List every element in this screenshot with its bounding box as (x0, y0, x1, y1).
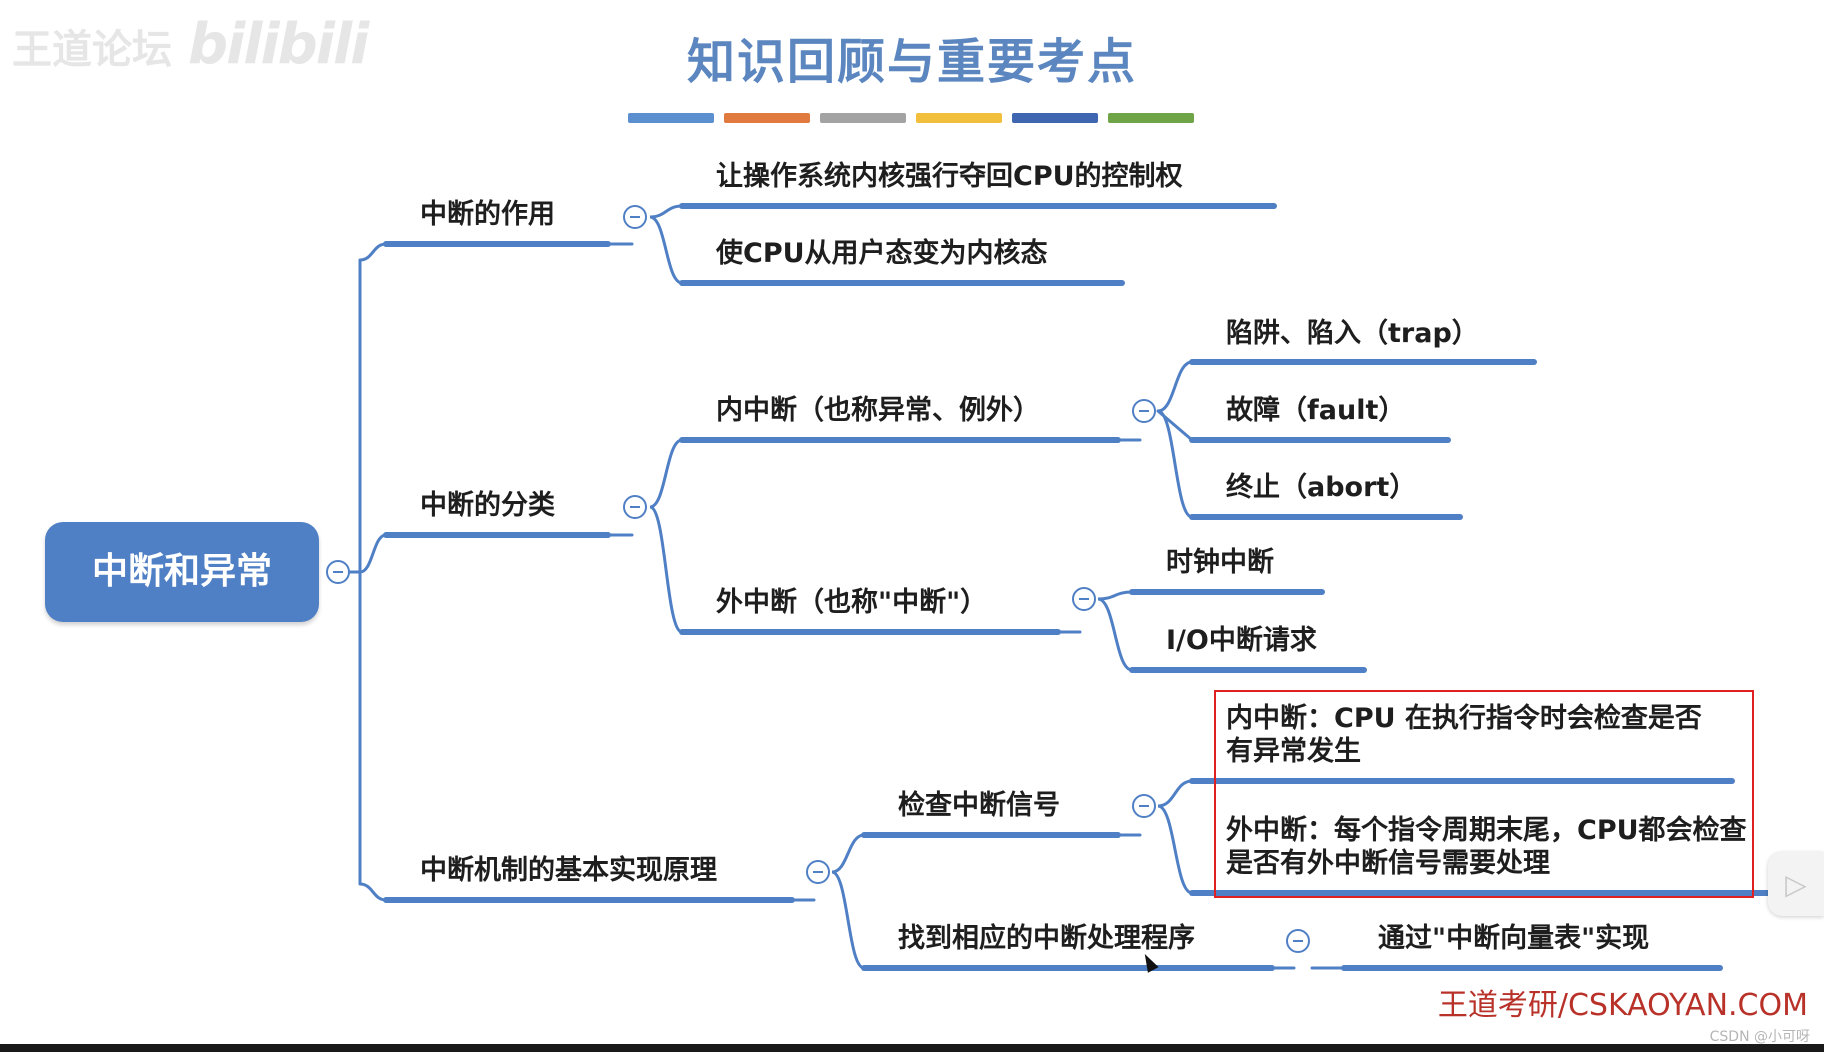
highlight-box (1214, 690, 1754, 898)
connector-curve (1157, 804, 1193, 895)
node-internal-interrupt: 内中断（也称异常、例外） (716, 395, 1040, 426)
branch-interrupt-classification: 中断的分类 (420, 490, 555, 521)
branch-interrupt-mechanism: 中断机制的基本实现原理 (420, 855, 717, 886)
leaf-clock-interrupt: 时钟中断 (1166, 547, 1274, 578)
leaf-vector-table: 通过"中断向量表"实现 (1378, 923, 1650, 954)
title-stripe (628, 113, 714, 123)
node-find-handler: 找到相应的中断处理程序 (898, 923, 1195, 954)
node-check-interrupt-signal: 检查中断信号 (898, 790, 1060, 821)
leaf-external-check: 外中断：每个指令周期末尾，CPU都会检查是否有外中断信号需要处理 (1226, 815, 1747, 879)
collapse-icon[interactable] (326, 560, 350, 584)
title-stripe (916, 113, 1002, 123)
leaf-internal-check: 内中断：CPU 在执行指令时会检查是否有异常发生 (1226, 703, 1702, 767)
title-stripe (820, 113, 906, 123)
collapse-icon[interactable] (623, 205, 647, 229)
title-stripe (724, 113, 810, 123)
watermark: 王道论坛 bilibili (12, 12, 369, 77)
connector-curve (1097, 590, 1133, 601)
node-external-interrupt: 外中断（也称"中断"） (716, 587, 988, 618)
title-stripe (1012, 113, 1098, 123)
collapse-icon[interactable] (623, 495, 647, 519)
root-node: 中断和异常 (45, 522, 319, 622)
connector-curve (649, 505, 683, 634)
connector-curve (1157, 409, 1193, 519)
connector-curve (831, 870, 865, 970)
leaf-abort: 终止（abort） (1226, 472, 1417, 503)
connector-curve (359, 882, 387, 902)
watermark-text: 王道论坛 (12, 27, 172, 73)
leaf-trap: 陷阱、陷入（trap） (1226, 318, 1479, 349)
connector-curve (831, 833, 865, 874)
collapse-icon[interactable] (1072, 587, 1096, 611)
leaf-user-to-kernel: 使CPU从用户态变为内核态 (716, 238, 1048, 269)
connector-curve (649, 215, 683, 285)
connector-curve (359, 533, 387, 574)
leaf-fault: 故障（fault） (1226, 395, 1406, 426)
connector-curve (359, 242, 387, 262)
connector-curve (1097, 597, 1133, 672)
connector-curve (649, 204, 683, 219)
csdn-watermark: CSDN @小可呀 (1709, 1029, 1810, 1045)
branch-interrupt-purpose: 中断的作用 (420, 199, 555, 230)
collapse-icon[interactable] (1286, 929, 1310, 953)
connector-curve (649, 438, 683, 509)
play-icon[interactable]: ▷ (1768, 852, 1824, 916)
connector-curve (1157, 360, 1193, 413)
collapse-icon[interactable] (806, 860, 830, 884)
title-stripe (1108, 113, 1194, 123)
connector-curve (1157, 779, 1193, 808)
title-stripes (628, 113, 1194, 123)
leaf-reclaim-cpu: 让操作系统内核强行夺回CPU的控制权 (716, 161, 1183, 192)
brand-footer: 王道考研/CSKAOYAN.COM (1437, 988, 1808, 1023)
collapse-icon[interactable] (1132, 794, 1156, 818)
video-progress-bar[interactable] (0, 1044, 1824, 1052)
slide-title: 知识回顾与重要考点 (686, 34, 1137, 90)
leaf-io-interrupt: I/O中断请求 (1166, 625, 1317, 656)
collapse-icon[interactable] (1132, 399, 1156, 423)
bilibili-logo: bilibili (188, 12, 369, 77)
